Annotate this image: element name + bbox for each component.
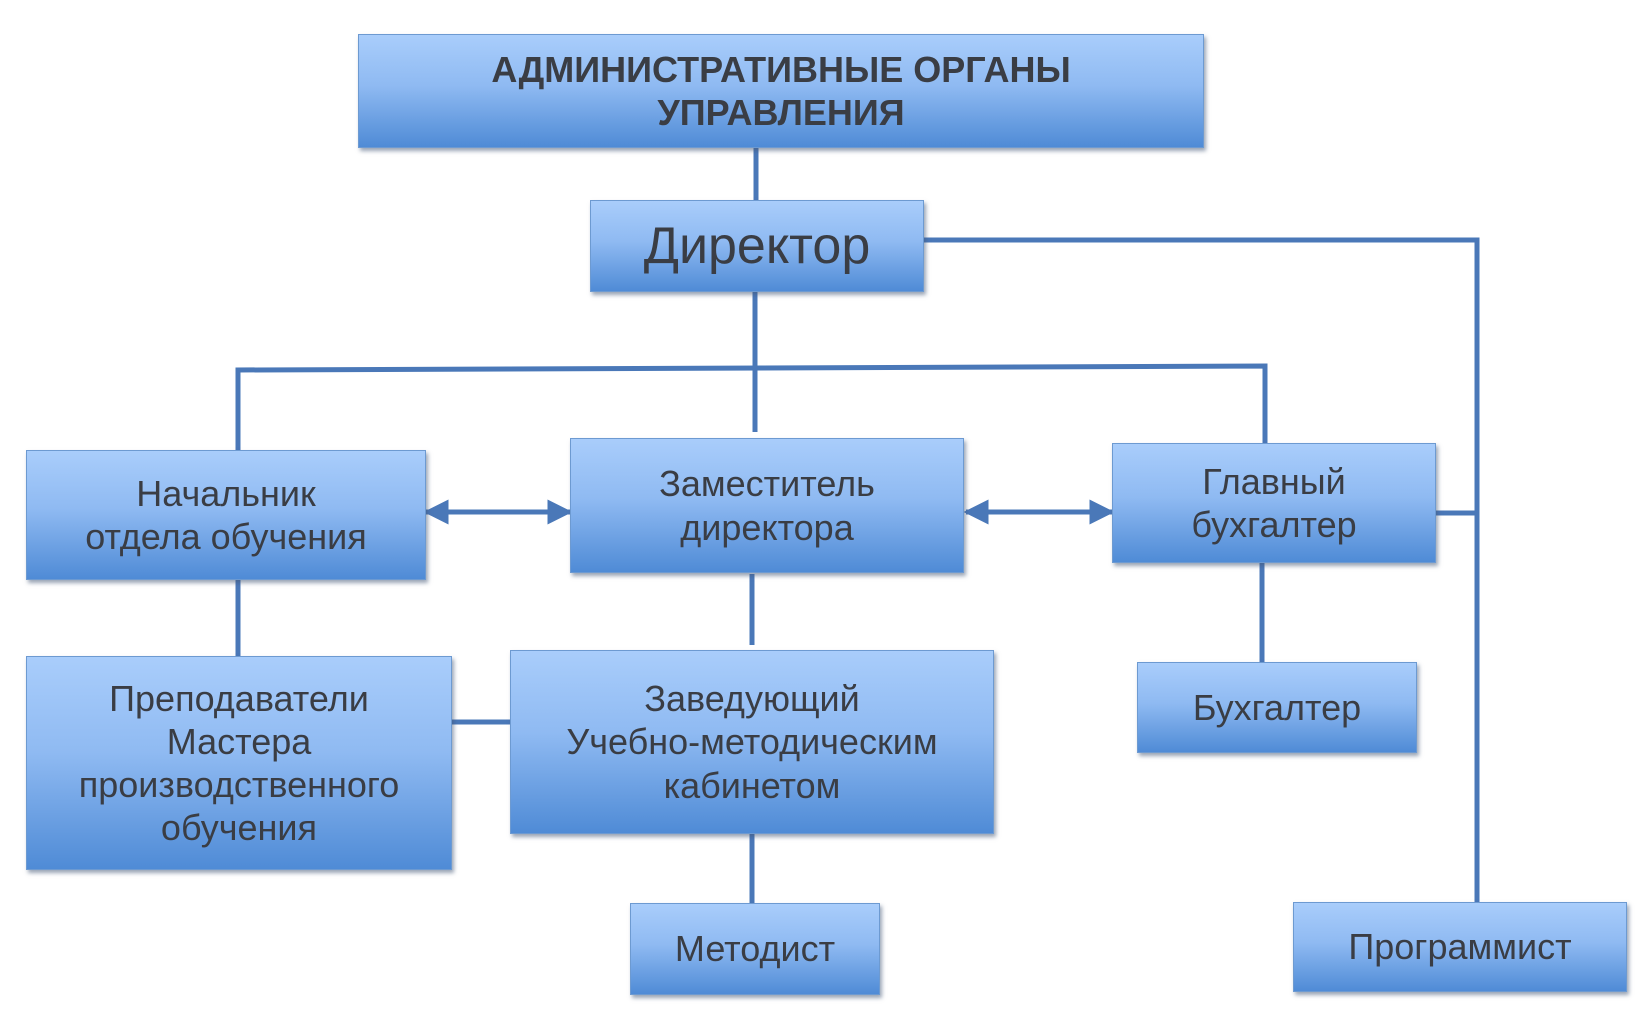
node-chief-accountant-label: Главный бухгалтер (1191, 460, 1357, 545)
node-head-training: Начальник отдела обучения (26, 450, 426, 580)
node-programmer: Программист (1293, 902, 1627, 992)
node-accountant-label: Бухгалтер (1192, 686, 1362, 728)
node-admin: АДМИНИСТРАТИВНЫЕ ОРГАНЫ УПРАВЛЕНИЯ (358, 34, 1204, 148)
node-methodist: Методист (630, 903, 880, 995)
node-head-methodical-label: Заведующий Учебно-методическим кабинетом (566, 678, 938, 806)
node-methodist-label: Методист (674, 928, 836, 970)
node-admin-label: АДМИНИСТРАТИВНЫЕ ОРГАНЫ УПРАВЛЕНИЯ (491, 48, 1071, 133)
node-chief-accountant: Главный бухгалтер (1112, 443, 1436, 563)
line-director-programmer (924, 237, 1480, 902)
node-head-training-label: Начальник отдела обучения (85, 472, 367, 557)
node-deputy-label: Заместитель директора (659, 463, 875, 548)
node-teachers-label: Преподаватели Мастера производственного … (78, 677, 400, 849)
node-programmer-label: Программист (1348, 926, 1572, 968)
node-director: Директор (590, 200, 924, 292)
line-director-branch (235, 363, 1268, 452)
node-deputy: Заместитель директора (570, 438, 964, 573)
node-director-label: Директор (643, 216, 871, 275)
node-teachers: Преподаватели Мастера производственного … (26, 656, 452, 870)
node-accountant: Бухгалтер (1137, 662, 1417, 753)
node-head-methodical: Заведующий Учебно-методическим кабинетом (510, 650, 994, 834)
